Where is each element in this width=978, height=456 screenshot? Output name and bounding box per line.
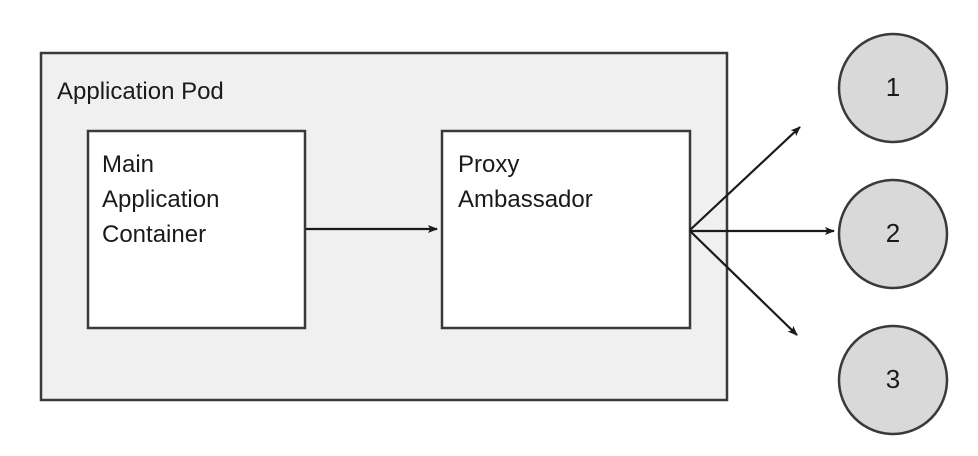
proxy-ambassador-line-2: Ambassador: [458, 186, 593, 213]
endpoint-2-label: 2: [886, 218, 900, 248]
endpoint-1[interactable]: 1: [837, 32, 949, 144]
main-application-container[interactable]: Main Application Container: [86, 129, 307, 330]
main-application-container-line-3: Container: [102, 221, 206, 248]
application-pod-label: Application Pod: [57, 78, 224, 105]
main-application-container-box[interactable]: [86, 129, 307, 330]
endpoint-1-label: 1: [886, 72, 900, 102]
main-application-container-line-2: Application: [102, 186, 219, 213]
proxy-to-endpoint-3-arrow: [689, 230, 798, 336]
proxy-ambassador-container-box[interactable]: [440, 129, 692, 330]
main-application-container-line-1: Main: [102, 151, 154, 178]
endpoint-3-circle[interactable]: [837, 324, 949, 436]
proxy-to-endpoint-1-arrow: [689, 126, 801, 231]
endpoint-2[interactable]: 2: [837, 178, 949, 290]
endpoint-2-circle[interactable]: [837, 178, 949, 290]
endpoint-1-circle[interactable]: [837, 32, 949, 144]
endpoint-3[interactable]: 3: [837, 324, 949, 436]
proxy-ambassador-line-1: Proxy: [458, 151, 519, 178]
endpoint-3-label: 3: [886, 364, 900, 394]
proxy-ambassador-container[interactable]: Proxy Ambassador: [440, 129, 692, 330]
